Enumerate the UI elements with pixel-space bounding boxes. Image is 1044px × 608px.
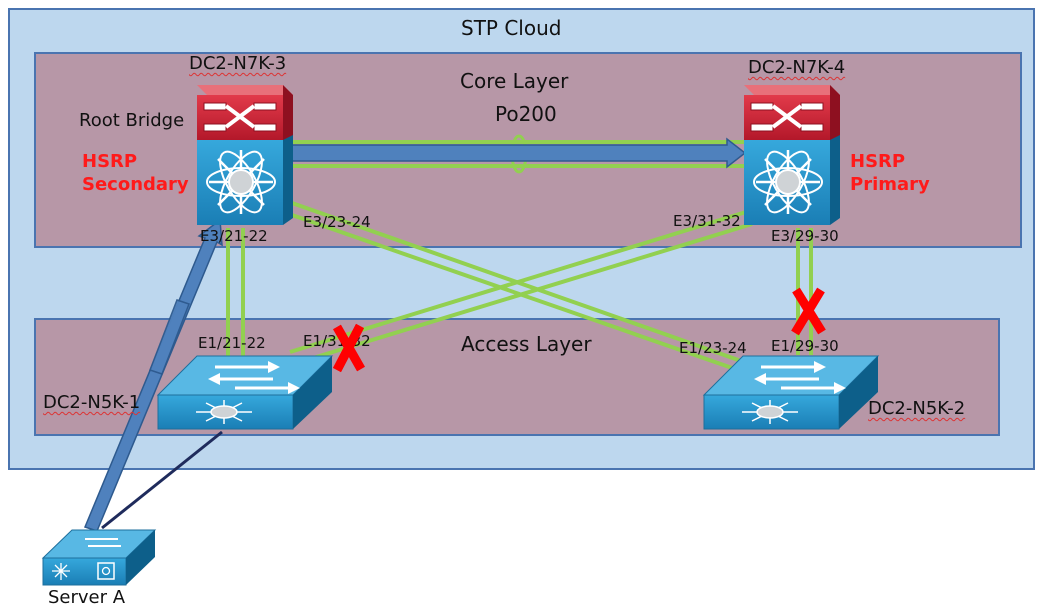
n5k1-name: DC2-N5K-1 [43,392,141,413]
traffic-arrow-po200 [289,137,747,169]
link-n7k4-n5k1-a [289,210,747,354]
n7k3-name: DC2-N7K-3 [189,53,287,74]
hsrp-primary-line1: HSRP [850,151,906,172]
server-a-name: Server A [48,587,126,608]
n5k1-port-cross: E1/31-32 [303,332,371,350]
n7k3-port-cross: E3/23-24 [303,213,371,231]
core-layer-title: Core Layer [460,69,569,93]
n7k4-port-down: E3/29-30 [771,227,839,245]
hsrp-primary-label: HSRP Primary [850,150,930,196]
n5k2-port-cross: E1/23-24 [679,339,747,357]
n7k4-port-cross: E3/31-32 [673,212,741,230]
n5k2-port-up: E1/29-30 [771,337,839,355]
hsrp-secondary-label: HSRP Secondary [82,150,189,196]
n5k1-switch-icon[interactable] [156,355,334,430]
hsrp-primary-line2: Primary [850,174,930,195]
n7k3-switch-icon[interactable] [197,85,293,225]
n5k2-name: DC2-N5K-2 [868,398,966,419]
n5k1-port-up: E1/21-22 [198,334,266,352]
access-layer-title: Access Layer [461,332,592,356]
po200-label: Po200 [495,102,557,126]
link-n7k4-n5k1-b [299,222,753,364]
link-server-n5k1 [101,430,223,530]
hsrp-secondary-line2: Secondary [82,174,189,195]
n7k4-name: DC2-N7K-4 [748,57,846,78]
root-bridge-label: Root Bridge [79,110,185,131]
server-a-icon[interactable] [41,529,157,586]
n7k3-port-down: E3/21-22 [200,227,268,245]
stp-cloud-title: STP Cloud [461,16,562,40]
traffic-arrow-server-uplink [83,218,223,532]
n5k2-switch-icon[interactable] [702,355,880,430]
blocked-port-x-icon-n7k4 [791,287,826,336]
n7k4-switch-icon[interactable] [744,85,840,225]
hsrp-secondary-line1: HSRP [82,151,138,172]
link-n7k3-n5k2-b [291,213,739,372]
